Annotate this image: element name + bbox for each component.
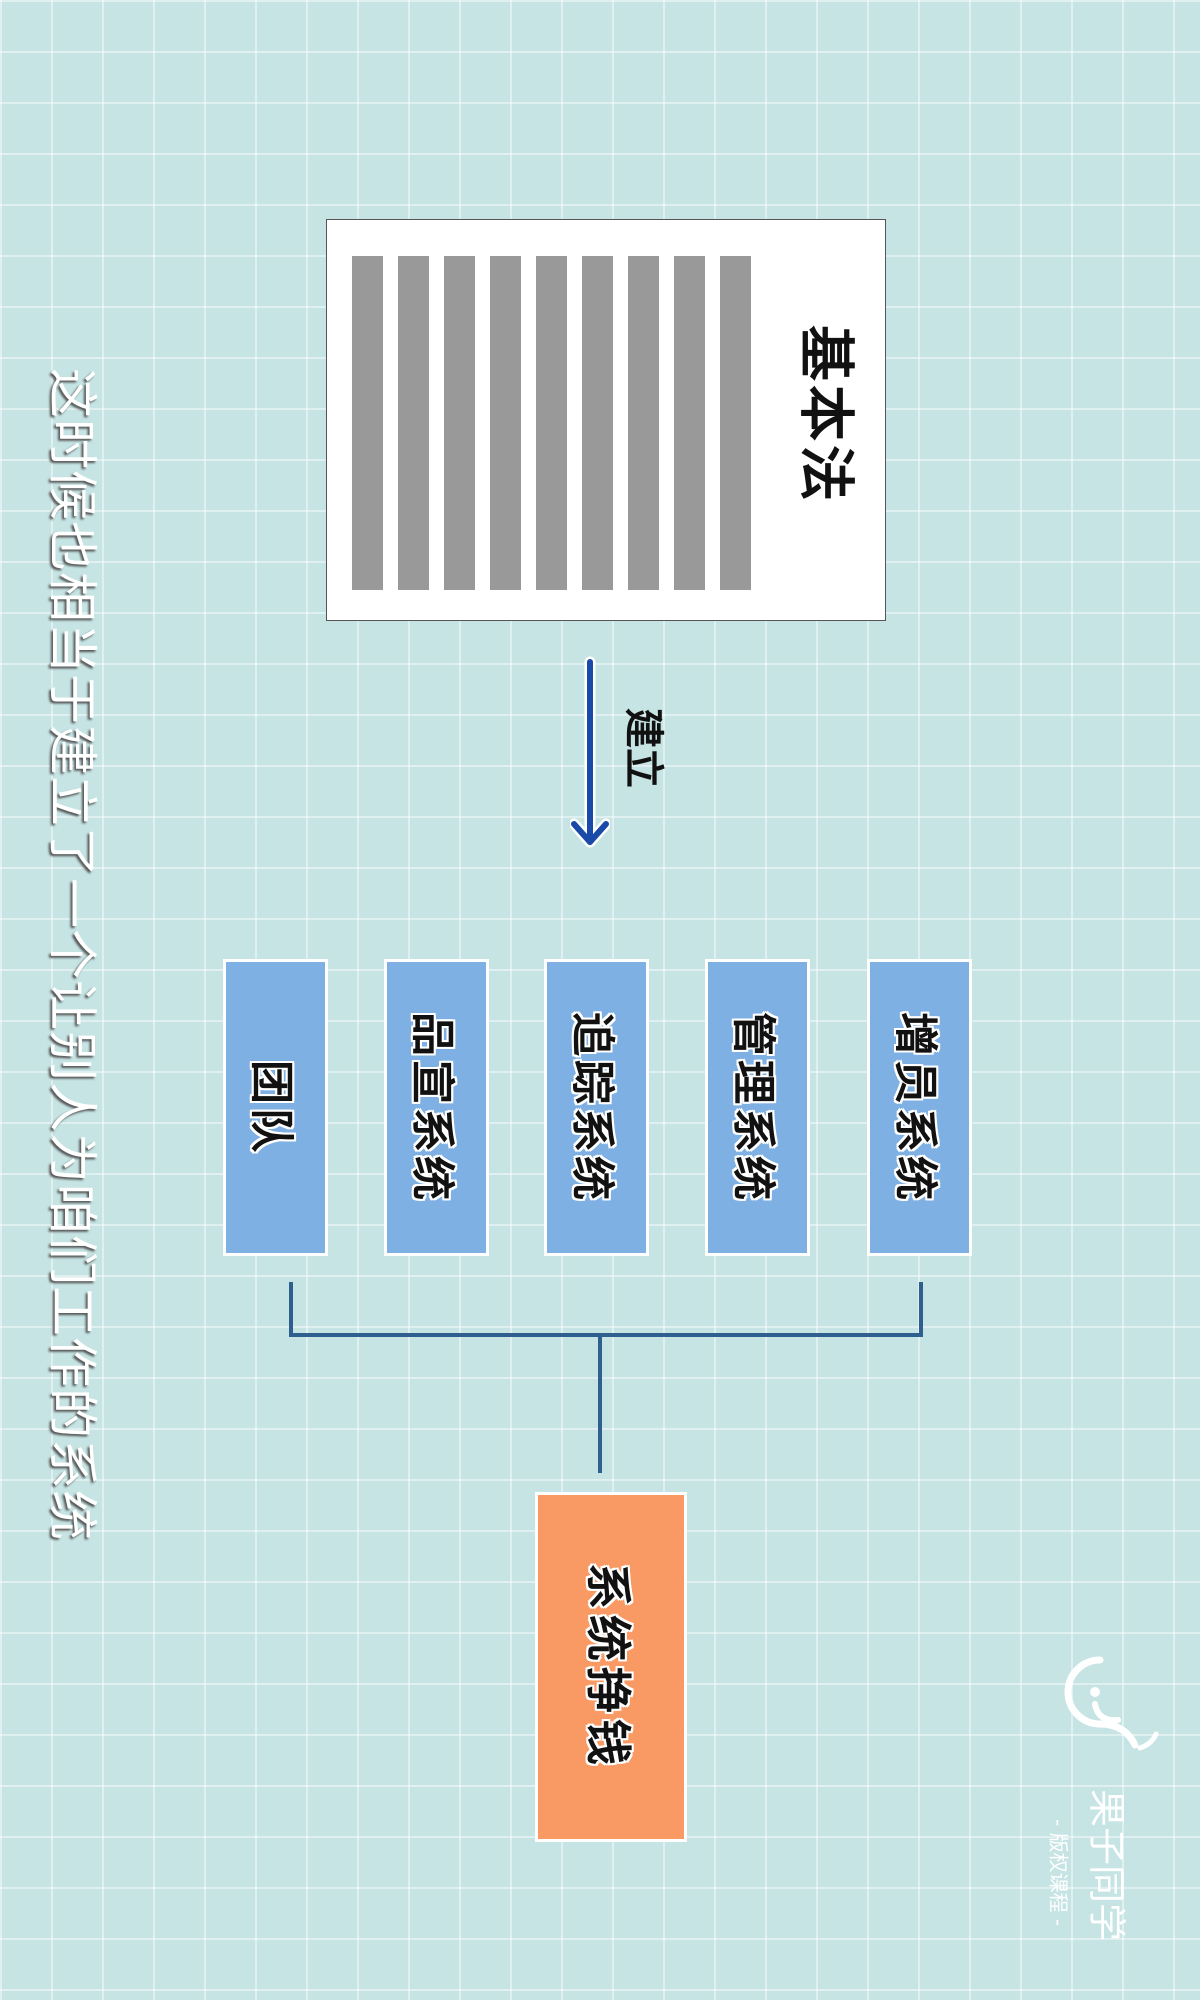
text-line bbox=[352, 256, 383, 590]
result-box-system-earns-money: 系统挣钱 bbox=[535, 1492, 687, 1842]
arrow-label: 建立 bbox=[620, 707, 666, 788]
basic-law-document: 基本法 bbox=[326, 219, 886, 621]
text-line bbox=[444, 256, 475, 590]
watermark-logo: 果子同学 - 版权课程 - bbox=[1040, 1640, 1170, 1960]
text-line bbox=[490, 256, 521, 590]
system-box-branding: 品宣系统 bbox=[384, 959, 489, 1256]
text-line bbox=[720, 256, 751, 590]
document-title: 基本法 bbox=[792, 325, 858, 505]
text-line bbox=[536, 256, 567, 590]
text-line bbox=[582, 256, 613, 590]
text-line bbox=[398, 256, 429, 590]
pear-logo-icon bbox=[1064, 1656, 1159, 1751]
text-line bbox=[628, 256, 659, 590]
subtitle-caption: 这时候也相当于建立了一个让别人为咱们工作的系统 bbox=[43, 368, 101, 1541]
text-line bbox=[674, 256, 705, 590]
system-box-team: 团队 bbox=[223, 959, 328, 1256]
down-arrow-icon bbox=[570, 656, 610, 848]
watermark-tagline: - 版权课程 - bbox=[1046, 1818, 1071, 1927]
system-box-recruitment: 增员系统 bbox=[867, 959, 972, 1256]
system-box-management: 管理系统 bbox=[705, 959, 810, 1256]
watermark-brand: 果子同学 bbox=[1084, 1788, 1129, 1941]
system-box-tracking: 追踪系统 bbox=[544, 959, 649, 1256]
